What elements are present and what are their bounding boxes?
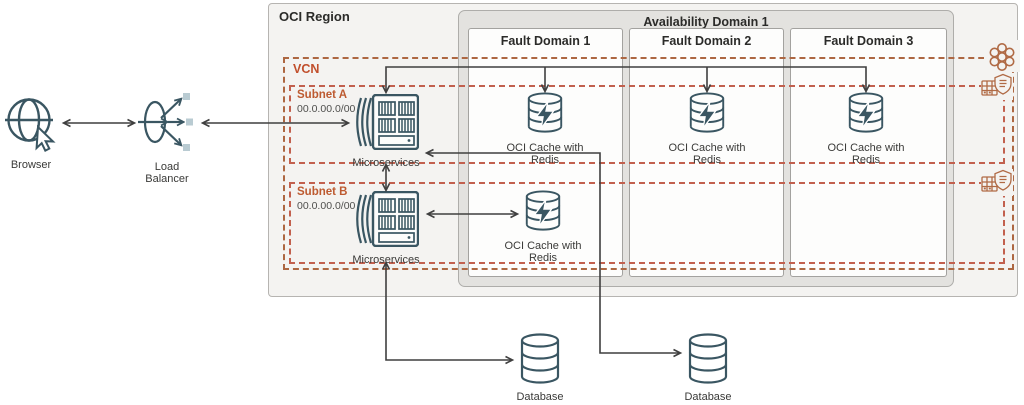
microservices-a-node: Microservices	[346, 93, 426, 169]
microservices-b-node: Microservices	[346, 190, 426, 266]
vcn-label: VCN	[293, 62, 320, 76]
cache-fd1-label: OCI Cache with Redis	[506, 142, 584, 166]
browser-node: Browser	[1, 94, 61, 171]
oci-region-label: OCI Region	[279, 9, 350, 24]
database-1-label: Database	[516, 391, 564, 403]
microservices-a-label: Microservices	[352, 157, 420, 169]
browser-label: Browser	[10, 159, 52, 171]
load-balancer-icon	[138, 92, 196, 159]
cache-fd3-label: OCI Cache with Redis	[827, 142, 905, 166]
subnet-b-label: Subnet B	[297, 186, 348, 198]
microservices-icon	[353, 93, 420, 155]
redis-cache-icon	[686, 91, 728, 140]
vcn-network-icon	[984, 40, 1020, 72]
redis-cache-icon	[845, 91, 887, 140]
database-icon	[685, 332, 731, 389]
cache-fd3-node: OCI Cache with Redis	[826, 91, 906, 166]
subnet-b-security-list-icon	[981, 169, 1013, 196]
subnet-b-cidr: 00.0.00.0/00	[297, 200, 356, 212]
subnet-a-label: Subnet A	[297, 89, 348, 101]
load-balancer-label: Load Balancer	[145, 161, 189, 185]
subnet-a-security-list-icon	[981, 73, 1013, 100]
fault-domain-1-label: Fault Domain 1	[500, 34, 591, 48]
microservices-icon	[353, 190, 420, 252]
cache-fd1-node: OCI Cache with Redis	[505, 91, 585, 166]
cache-subnet-b-label: OCI Cache with Redis	[504, 240, 582, 264]
database-2-label: Database	[684, 391, 732, 403]
database-1-node: Database	[500, 332, 580, 403]
cache-fd2-node: OCI Cache with Redis	[667, 91, 747, 166]
fault-domain-2-label: Fault Domain 2	[661, 34, 752, 48]
fault-domain-3-label: Fault Domain 3	[823, 34, 914, 48]
browser-icon	[3, 94, 59, 157]
subnet-a-cidr: 00.0.00.0/00	[297, 103, 356, 115]
microservices-b-label: Microservices	[352, 254, 420, 266]
redis-cache-icon	[522, 189, 564, 238]
cache-subnet-b-node: OCI Cache with Redis	[503, 189, 583, 264]
load-balancer-node: Load Balancer	[137, 92, 197, 185]
availability-domain-label: Availability Domain 1	[643, 15, 769, 29]
redis-cache-icon	[524, 91, 566, 140]
database-icon	[517, 332, 563, 389]
cache-fd2-label: OCI Cache with Redis	[668, 142, 746, 166]
database-2-node: Database	[668, 332, 748, 403]
